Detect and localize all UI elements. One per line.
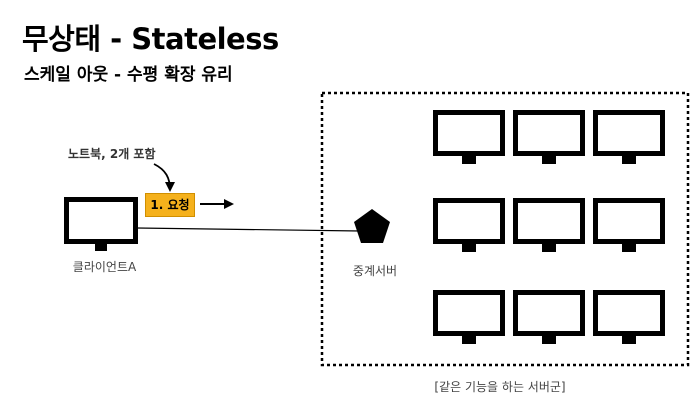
server-monitor-icon [513, 198, 585, 252]
server-group-caption: [같은 기능을 하는 서버군] [434, 380, 566, 394]
server-grid [433, 110, 665, 344]
server-monitor-icon [593, 290, 665, 344]
client-label: 클라이언트A [72, 260, 137, 274]
server-monitor-icon [513, 110, 585, 164]
server-monitor-icon [433, 290, 505, 344]
page-subtitle: 스케일 아웃 - 수평 확장 유리 [24, 65, 233, 85]
page-title: 무상태 - Stateless [22, 22, 279, 56]
request-badge: 1. 요청 [145, 193, 195, 217]
server-monitor-icon [513, 290, 585, 344]
proxy-pentagon-icon [354, 209, 390, 243]
server-monitor-icon [433, 110, 505, 164]
server-monitor-icon [433, 198, 505, 252]
note-pointer-arrow [153, 163, 175, 192]
client-proxy-connection [136, 227, 361, 232]
client-monitor-icon [64, 197, 138, 251]
proxy-label: 중계서버 [352, 264, 398, 278]
server-monitor-icon [593, 110, 665, 164]
server-monitor-icon [593, 198, 665, 252]
laptop-note: 노트북, 2개 포함 [68, 147, 156, 161]
server-group-box [320, 91, 690, 367]
